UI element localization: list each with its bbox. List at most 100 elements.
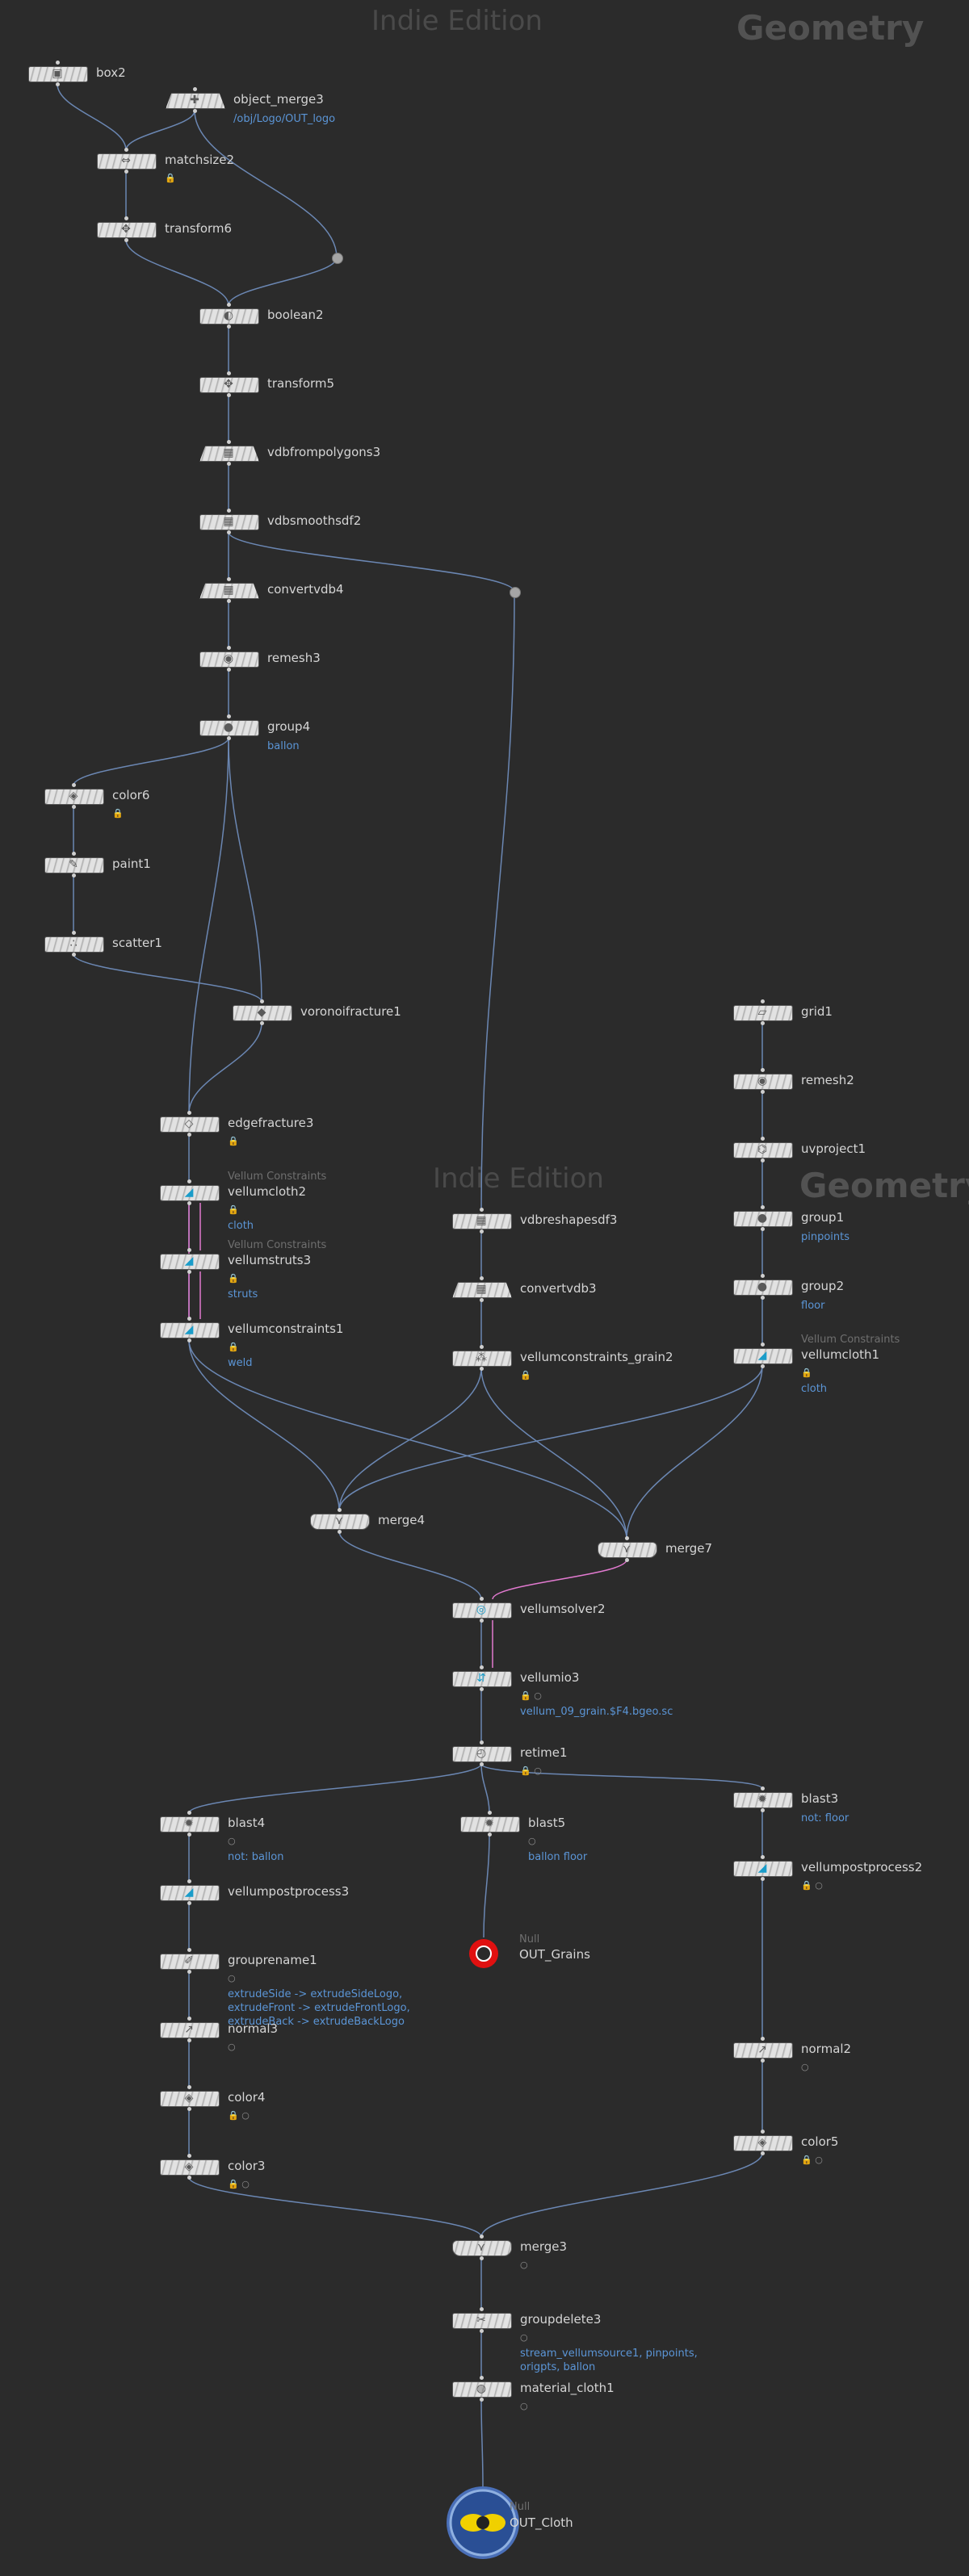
output-pin[interactable]	[761, 1158, 765, 1162]
input-pin[interactable]	[187, 1317, 191, 1321]
node-color6[interactable]: ◈color6🔒	[44, 783, 149, 819]
node-edgefracture3[interactable]: ◇edgefracture3🔒	[160, 1111, 313, 1146]
node-tile[interactable]	[452, 1602, 512, 1619]
input-pin[interactable]	[187, 2017, 191, 2021]
node-tile[interactable]	[460, 1816, 520, 1833]
input-pin[interactable]	[761, 2130, 765, 2134]
input-pin[interactable]	[187, 1811, 191, 1815]
node-tile[interactable]	[97, 153, 157, 170]
output-pin[interactable]	[480, 2256, 484, 2260]
node-color3[interactable]: ◈color3🔒 ○	[160, 2154, 265, 2189]
wire-dot[interactable]	[510, 587, 521, 598]
node-tile[interactable]	[733, 1142, 793, 1158]
node-tile[interactable]	[733, 1792, 793, 1808]
output-pin[interactable]	[227, 599, 231, 603]
input-pin[interactable]	[72, 783, 76, 787]
node-boolean2[interactable]: ◐boolean2	[199, 303, 324, 329]
output-pin[interactable]	[480, 1229, 484, 1234]
input-pin[interactable]	[124, 148, 128, 152]
node-tile[interactable]	[452, 1213, 512, 1229]
output-pin[interactable]	[227, 325, 231, 329]
output-pin[interactable]	[187, 1338, 191, 1342]
output-pin[interactable]	[761, 1021, 765, 1025]
output-pin[interactable]	[761, 1296, 765, 1300]
output-pin[interactable]	[187, 2038, 191, 2042]
node-vdbreshapesdf3[interactable]: ▦vdbreshapesdf3	[452, 1208, 617, 1234]
node-grouprename1[interactable]: ✐grouprename1○extrudeSide -> extrudeSide…	[160, 1948, 410, 2028]
input-pin[interactable]	[227, 714, 231, 718]
node-tile[interactable]	[310, 1514, 370, 1530]
output-node-out-cloth[interactable]: Null OUT_Cloth	[447, 2486, 573, 2559]
input-pin[interactable]	[227, 646, 231, 650]
node-vellumsolver2[interactable]: ◎vellumsolver2	[452, 1597, 606, 1623]
output-pin[interactable]	[480, 1687, 484, 1691]
input-pin[interactable]	[124, 216, 128, 220]
input-pin[interactable]	[480, 1665, 484, 1669]
input-pin[interactable]	[187, 2085, 191, 2089]
output-pin[interactable]	[227, 668, 231, 672]
output-pin[interactable]	[56, 82, 60, 86]
input-pin[interactable]	[338, 1508, 342, 1512]
input-pin[interactable]	[761, 1786, 765, 1791]
input-pin[interactable]	[227, 440, 231, 444]
node-scatter1[interactable]: ∴scatter1	[44, 931, 162, 957]
output-pin[interactable]	[480, 2398, 484, 2402]
input-pin[interactable]	[187, 1111, 191, 1115]
node-vellumio3[interactable]: ⇵vellumio3🔒 ○vellum_09_grain.$F4.bgeo.sc	[452, 1665, 673, 1718]
null-node-out-grains[interactable]: Null OUT_Grains	[468, 1933, 590, 1970]
input-pin[interactable]	[72, 852, 76, 856]
output-pin[interactable]	[761, 1090, 765, 1094]
output-pin[interactable]	[260, 1021, 264, 1025]
node-matchsize2[interactable]: ⇔matchsize2🔒	[97, 148, 234, 183]
input-pin[interactable]	[56, 61, 60, 65]
node-remesh2[interactable]: ◉remesh2	[733, 1068, 854, 1094]
node-merge4[interactable]: ⋎merge4	[310, 1508, 425, 1534]
input-pin[interactable]	[227, 303, 231, 307]
node-tile[interactable]	[733, 2042, 793, 2059]
input-pin[interactable]	[193, 87, 197, 91]
node-tile[interactable]	[199, 651, 259, 668]
node-normal2[interactable]: ↗normal2○	[733, 2037, 851, 2072]
node-tile[interactable]	[160, 2091, 220, 2107]
node-remesh3[interactable]: ◉remesh3	[199, 646, 321, 672]
output-pin[interactable]	[72, 805, 76, 809]
node-tile[interactable]	[233, 1005, 292, 1021]
output-pin[interactable]	[480, 1298, 484, 1302]
node-voronoifracture1[interactable]: ◆voronoifracture1	[233, 999, 401, 1025]
node-tile[interactable]	[199, 514, 259, 530]
node-tile[interactable]	[28, 66, 88, 82]
input-pin[interactable]	[480, 1208, 484, 1212]
node-tile[interactable]	[199, 377, 259, 393]
node-tile[interactable]	[733, 1348, 793, 1364]
output-pin[interactable]	[480, 1619, 484, 1623]
node-tile[interactable]	[733, 1280, 793, 1296]
node-object_merge3[interactable]: ✚object_merge3/obj/Logo/OUT_logo	[166, 87, 335, 125]
input-pin[interactable]	[480, 1276, 484, 1280]
node-groupdelete3[interactable]: ✂groupdelete3○stream_vellumsource1, pinp…	[452, 2307, 698, 2373]
node-blast5[interactable]: ✹blast5○ballon floor	[460, 1811, 587, 1863]
output-pin[interactable]	[480, 1367, 484, 1371]
input-pin[interactable]	[260, 999, 264, 1003]
node-vellumconstraints1[interactable]: ◢vellumconstraints1🔒weld	[160, 1317, 343, 1369]
output-pin[interactable]	[124, 170, 128, 174]
node-tile[interactable]	[160, 1185, 220, 1201]
node-tile[interactable]	[160, 1322, 220, 1338]
output-pin[interactable]	[488, 1833, 492, 1837]
input-pin[interactable]	[227, 371, 231, 375]
node-vellumpostprocess2[interactable]: ◢vellumpostprocess2🔒 ○	[733, 1855, 922, 1891]
node-tile[interactable]	[199, 720, 259, 736]
output-pin[interactable]	[227, 393, 231, 397]
node-vdbsmoothsdf2[interactable]: ▦vdbsmoothsdf2	[199, 509, 361, 534]
input-pin[interactable]	[187, 1179, 191, 1183]
node-blast4[interactable]: ✹blast4○not: ballon	[160, 1811, 283, 1863]
output-pin[interactable]	[72, 873, 76, 878]
output-pin[interactable]	[761, 1364, 765, 1368]
input-pin[interactable]	[187, 1879, 191, 1883]
node-tile[interactable]	[598, 1542, 657, 1558]
